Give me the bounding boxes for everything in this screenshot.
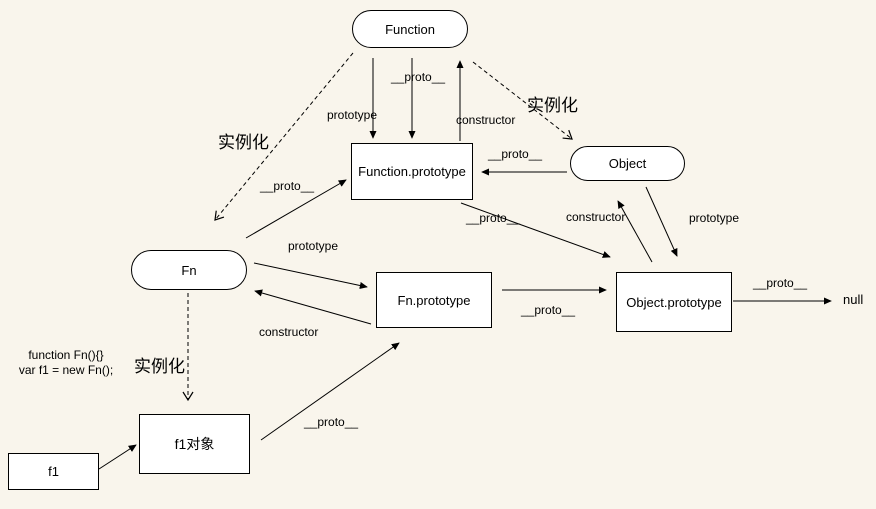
node-f1: f1	[8, 453, 99, 490]
node-object-prototype: Object.prototype	[616, 272, 732, 332]
node-function: Function	[352, 10, 468, 48]
label-objectproto-to-null-proto: __proto__	[753, 276, 808, 290]
label-functionproto-to-objectproto-proto: __proto__	[466, 211, 521, 225]
label-instantiate-fn: 实例化	[218, 133, 269, 153]
code-note-line1: function Fn(){}	[28, 348, 104, 362]
node-f1-object-label: f1对象	[174, 436, 215, 452]
node-function-prototype: Function.prototype	[351, 143, 473, 200]
node-object-prototype-label: Object.prototype	[626, 294, 722, 310]
node-function-prototype-label: Function.prototype	[358, 164, 466, 179]
null-terminal-label: null	[843, 292, 864, 307]
label-object-prototype-edge: prototype	[689, 211, 740, 225]
label-object-to-functionproto-proto: __proto__	[488, 147, 543, 161]
label-function-prototype: prototype	[327, 108, 378, 122]
label-objectproto-constructor: constructor	[566, 210, 626, 224]
label-f1object-to-fnproto-proto: __proto__	[304, 415, 359, 429]
edge-instantiate-function-to-fn	[214, 52, 354, 221]
edge-functionproto-to-objectproto-proto	[460, 202, 611, 258]
node-f1-object: f1对象	[139, 414, 250, 474]
node-fn-prototype: Fn.prototype	[376, 272, 492, 328]
node-f1-label: f1	[48, 464, 59, 479]
label-instantiate-f1object: 实例化	[134, 357, 185, 377]
edge-fnproto-to-fn-constructor	[254, 289, 372, 325]
edge-objectproto-to-object-constructor	[617, 200, 653, 263]
edge-fn-to-fnproto-prototype	[253, 262, 368, 290]
label-fnproto-constructor: constructor	[259, 325, 319, 339]
code-note: function Fn(){} var f1 = new Fn();	[10, 348, 122, 378]
label-fn-prototype-edge: prototype	[288, 239, 339, 253]
edge-f1object-to-fnproto-proto	[260, 342, 400, 441]
code-note-line2: var f1 = new Fn();	[18, 363, 114, 377]
node-object-label: Object	[608, 156, 647, 171]
node-fn: Fn	[131, 250, 247, 290]
label-function-proto: __proto__	[391, 70, 446, 84]
node-function-label: Function	[385, 21, 435, 37]
label-instantiate-object: 实例化	[527, 96, 578, 116]
node-object: Object	[570, 146, 685, 181]
label-fn-to-functionproto-proto: __proto__	[260, 179, 315, 193]
node-fn-prototype-label: Fn.prototype	[397, 292, 471, 308]
edge-fn-to-functionproto-proto	[245, 179, 347, 239]
edge-object-to-objectproto-prototype	[645, 186, 678, 257]
edge-f1-to-f1object	[98, 444, 137, 470]
label-fnproto-to-objectproto-proto: __proto__	[521, 303, 576, 317]
label-functionproto-constructor: constructor	[456, 113, 516, 127]
node-fn-label: Fn	[181, 262, 197, 278]
